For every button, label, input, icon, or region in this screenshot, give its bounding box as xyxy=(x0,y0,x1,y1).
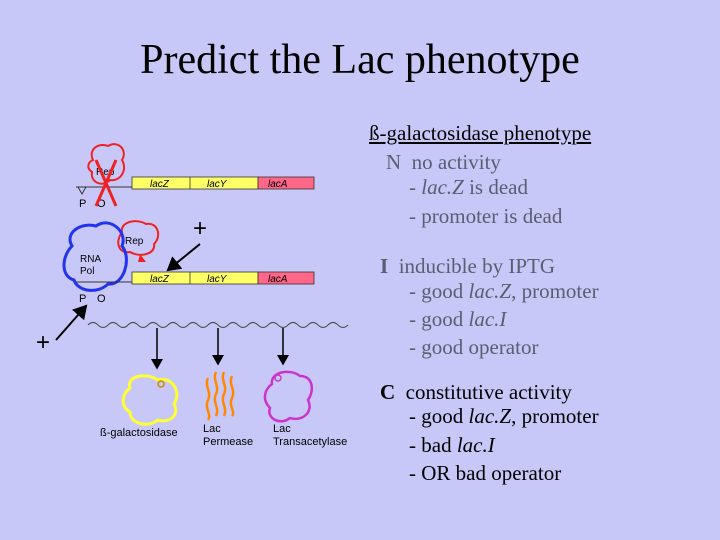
rna-pol-label-line1: RNA xyxy=(80,254,101,265)
bottom-o-label: O xyxy=(97,293,106,305)
i-detail-1-prefix: - good xyxy=(409,279,469,303)
i-detail-1-suffix: , promoter xyxy=(511,279,599,303)
bottom-p-label: P xyxy=(79,293,86,305)
top-promoter-tick xyxy=(77,186,87,196)
floating-repressor-shape xyxy=(117,220,160,256)
c-detail-1-prefix: - good xyxy=(409,404,469,428)
c-letter: C xyxy=(380,380,396,404)
bottom-laca-bar xyxy=(257,271,315,285)
i-detail-2-prefix: - good xyxy=(409,307,469,331)
n-detail-2: - promoter is dead xyxy=(409,204,563,228)
c-detail-2-prefix: - bad xyxy=(409,433,457,457)
c-detail-1-suffix: , promoter xyxy=(511,404,599,428)
n-detail-1: - lac.Z is dead xyxy=(409,177,528,198)
rna-polymerase-shape xyxy=(62,221,128,292)
bottom-lacz-label: lacZ xyxy=(150,274,170,285)
c-detail-3: - OR bad operator xyxy=(409,461,562,485)
c-detail-2: - bad lac.I xyxy=(409,435,495,456)
n-detail-1-gene: lac.Z xyxy=(421,175,464,199)
floating-repressor-label: Rep xyxy=(125,236,144,247)
n-label: no activity xyxy=(411,150,501,174)
product-label-transacetylase-line2: Transacetylase xyxy=(273,436,347,448)
plus-upper: + xyxy=(193,215,207,242)
bgalactosidase-site xyxy=(157,380,165,388)
panel-heading: ß-galactosidase phenotype xyxy=(369,121,592,145)
c-label: constitutive activity xyxy=(405,380,572,404)
bottom-lacy-label: lacY xyxy=(207,274,228,285)
product-label-bgalactosidase: ß-galactosidase xyxy=(100,427,178,439)
bgalactosidase-shape xyxy=(121,374,179,426)
transacetylase-site xyxy=(274,374,282,382)
i-letter: I xyxy=(380,254,389,278)
top-repressor-label: Rep xyxy=(96,167,115,178)
n-letter: N xyxy=(386,150,402,174)
top-operon-row: P O lacZ lacY lacA Rep xyxy=(76,143,315,210)
i-line: I inducible by IPTG xyxy=(380,256,555,277)
top-laca-label: lacA xyxy=(268,179,288,190)
c-detail-2-gene: lac.I xyxy=(456,433,495,457)
i-detail-1-gene: lac.Z xyxy=(468,279,512,303)
slide-title: Predict the Lac phenotype xyxy=(140,37,580,83)
i-detail-2-gene: lac.I xyxy=(468,307,507,331)
product-label-permease-line1: Lac xyxy=(203,423,221,435)
top-repressor-shape xyxy=(87,143,126,185)
i-label: inducible by IPTG xyxy=(398,254,555,278)
product-label-permease-line2: Permease xyxy=(203,436,253,448)
rna-polymerase: RNA Pol xyxy=(62,221,128,292)
top-lacy-label: lacY xyxy=(207,179,228,190)
bottom-laca-label: lacA xyxy=(268,274,288,285)
n-line: N no activity xyxy=(386,152,501,173)
n-detail-1-suffix: is dead xyxy=(463,175,528,199)
c-detail-1-gene: lac.Z xyxy=(468,404,512,428)
bottom-operon-row: P O lacZ lacY lacA xyxy=(76,271,315,305)
transacetylase-shape xyxy=(263,370,314,423)
c-line: C constitutive activity xyxy=(380,382,572,403)
rna-pol-label-line2: Pol xyxy=(80,266,94,277)
floating-repressor: Rep xyxy=(117,220,160,262)
top-laca-bar xyxy=(257,176,315,190)
c-detail-1: - good lac.Z, promoter xyxy=(409,406,599,427)
top-dead-x-mark xyxy=(94,159,118,207)
top-lacz-label: lacZ xyxy=(150,179,170,190)
top-o-label: O xyxy=(97,198,106,210)
n-detail-1-prefix: - xyxy=(409,175,422,199)
permease-shape xyxy=(205,371,235,421)
mrna-transcript xyxy=(87,321,349,329)
i-detail-2: - good lac.I xyxy=(409,309,506,330)
plus-lower: + xyxy=(36,329,50,356)
repressor-inducer-site xyxy=(138,254,146,262)
i-detail-1: - good lac.Z, promoter xyxy=(409,281,599,302)
arrow-lower xyxy=(55,304,88,341)
i-detail-3: - good operator xyxy=(409,335,539,359)
arrow-upper xyxy=(166,243,201,272)
product-label-transacetylase-line1: Lac xyxy=(273,423,291,435)
top-p-label: P xyxy=(79,198,86,210)
